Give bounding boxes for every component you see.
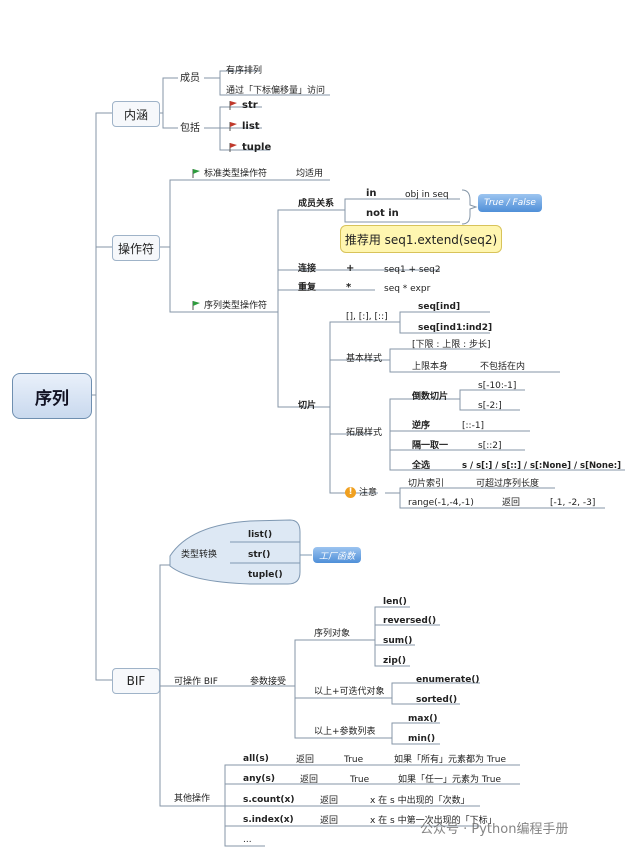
warning-icon: !: [345, 487, 356, 498]
member-item-ordered: 有序排列: [226, 66, 263, 76]
concat-expr: seq1 + seq2: [384, 265, 441, 275]
extend-callout: 推荐用 seq1.extend(seq2): [340, 225, 502, 253]
reverse-slice-item-2: s[-2:]: [478, 401, 502, 411]
node-operators[interactable]: 操作符: [112, 235, 160, 261]
concat-op: +: [346, 263, 355, 274]
membership-label: 成员关系: [298, 199, 335, 209]
iterable-label: 以上+可迭代对象: [314, 687, 385, 697]
other-ops-label: 其他操作: [174, 794, 211, 804]
include-tuple: tuple: [242, 142, 272, 153]
root-node[interactable]: 序列: [12, 373, 92, 419]
all-value: True: [344, 755, 364, 765]
bif-sum: sum(): [383, 636, 413, 646]
basic-style-syntax: [下限 : 上限 : 步长]: [412, 340, 491, 350]
repeat-op: *: [346, 282, 352, 293]
convert-str: str(): [248, 550, 271, 560]
node-neihan[interactable]: 内涵: [112, 101, 160, 127]
standard-ops-label: 标准类型操作符: [204, 169, 268, 179]
basic-style-label: 基本样式: [346, 354, 383, 364]
node-bif[interactable]: BIF: [112, 668, 160, 694]
all-return: 返回: [296, 755, 315, 765]
notice-exceed-length: 可超过序列长度: [476, 479, 540, 489]
bif-index: s.index(x): [243, 815, 294, 825]
watermark: 公众号 · Python编程手册: [420, 822, 569, 837]
bif-sorted: sorted(): [416, 695, 458, 705]
all-desc: 如果「所有」元素都为 True: [394, 755, 506, 765]
basic-style-upper: 上限本身: [412, 362, 449, 372]
notice-label: 注意: [359, 488, 378, 498]
reverse-slice-item-1: s[-10:-1]: [478, 381, 517, 391]
slice-item-range: seq[ind1:ind2]: [418, 323, 493, 333]
select-all-label: 全选: [412, 461, 431, 471]
extended-style-label: 拓展样式: [346, 428, 383, 438]
membership-in: in: [366, 188, 377, 199]
red-flag-icon: [229, 143, 237, 152]
concat-label: 连接: [298, 264, 317, 274]
repeat-label: 重复: [298, 283, 317, 293]
sequence-ops-label: 序列类型操作符: [204, 301, 268, 311]
include-list: list: [242, 121, 260, 132]
param-accept-label: 参数接受: [250, 677, 287, 687]
slice-item-ind: seq[ind]: [418, 302, 461, 312]
standard-ops-note: 均适用: [296, 169, 324, 179]
member-item-index: 通过「下标偏移量」访问: [226, 86, 326, 96]
reverse-value: [::-1]: [462, 421, 485, 431]
index-desc: x 在 s 中第一次出现的「下标」: [370, 816, 497, 826]
slice-syntax: [], [:], [::]: [346, 312, 388, 322]
count-desc: x 在 s 中出现的「次数」: [370, 796, 470, 806]
bif-count: s.count(x): [243, 795, 295, 805]
index-return: 返回: [320, 816, 339, 826]
bif-all: all(s): [243, 754, 269, 764]
membership-in-expr: obj in seq: [405, 190, 449, 200]
every-other-value: s[::2]: [478, 441, 502, 451]
every-other-label: 隔一取一: [412, 441, 449, 451]
bif-any: any(s): [243, 774, 275, 784]
notice-range-expr: range(-1,-4,-1): [408, 498, 474, 508]
bif-reversed: reversed(): [383, 616, 437, 626]
convert-tuple: tuple(): [248, 570, 283, 580]
operable-bif-label: 可操作 BIF: [174, 677, 218, 687]
count-return: 返回: [320, 796, 339, 806]
member-label: 成员: [180, 73, 200, 84]
notice-slice-index: 切片索引: [408, 479, 445, 489]
type-convert-cloud: [169, 519, 301, 585]
other-more: ...: [243, 835, 252, 845]
seq-object-label: 序列对象: [314, 629, 351, 639]
red-flag-icon: [229, 101, 237, 110]
args-label: 以上+参数列表: [314, 727, 376, 737]
repeat-expr: seq * expr: [384, 284, 431, 294]
notice-result: [-1, -2, -3]: [550, 498, 596, 508]
slice-label: 切片: [298, 401, 317, 411]
basic-style-excluded: 不包括在内: [480, 362, 526, 372]
type-convert-label: 类型转换: [181, 550, 218, 560]
any-value: True: [350, 775, 370, 785]
bif-len: len(): [383, 597, 407, 607]
bif-min: min(): [408, 734, 436, 744]
any-desc: 如果「任一」元素为 True: [398, 775, 501, 785]
convert-list: list(): [248, 530, 273, 540]
include-label: 包括: [180, 123, 200, 134]
include-str: str: [242, 100, 258, 111]
any-return: 返回: [300, 775, 319, 785]
true-false-badge: True / False: [478, 194, 542, 212]
green-flag-icon: [192, 301, 200, 310]
membership-not-in: not in: [366, 208, 399, 219]
reverse-label: 逆序: [412, 421, 431, 431]
bif-zip: zip(): [383, 656, 406, 666]
reverse-slice-label: 倒数切片: [412, 392, 449, 402]
red-flag-icon: [229, 122, 237, 131]
green-flag-icon: [192, 169, 200, 178]
notice-return: 返回: [502, 498, 521, 508]
bif-max: max(): [408, 714, 438, 724]
factory-function-badge: 工厂函数: [313, 547, 361, 563]
select-all-value: s / s[:] / s[::] / s[:None] / s[None:]: [462, 461, 622, 471]
bif-enumerate: enumerate(): [416, 675, 480, 685]
